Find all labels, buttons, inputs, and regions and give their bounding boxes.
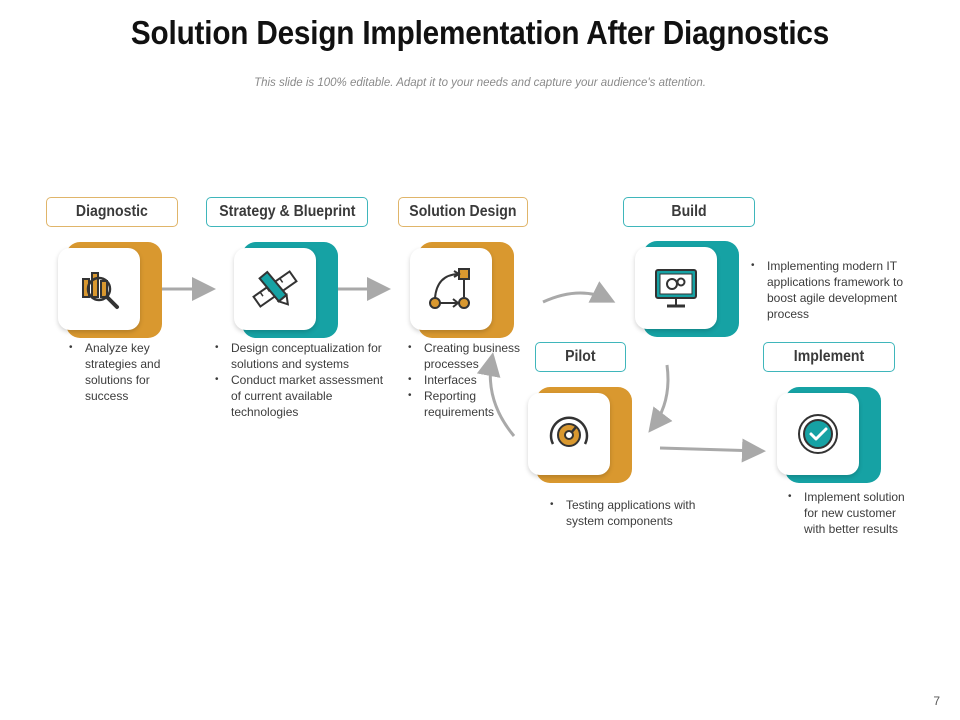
- workflow-diagram-icon: [429, 268, 470, 309]
- pencil-ruler-icon: [252, 270, 298, 308]
- bullet-item: Design conceptualization for solutions a…: [213, 340, 388, 372]
- speedometer-icon: [549, 416, 589, 447]
- step-tile-implement: [777, 387, 881, 483]
- bullet-item: Testing applications with system compone…: [548, 497, 698, 529]
- step-label-solution-design: Solution Design: [398, 197, 528, 227]
- step-tile-pilot: [528, 387, 632, 483]
- bullet-item: Implementing modern IT applications fram…: [749, 258, 919, 322]
- bullets-pilot: Testing applications with system compone…: [548, 497, 698, 529]
- arrow-build-to-pilot: [648, 364, 673, 433]
- step-tile-diagnostic: [58, 242, 162, 338]
- step-label-implement: Implement: [763, 342, 895, 372]
- bullet-item: Creating business processes: [406, 340, 541, 372]
- magnifier-chart-icon: [82, 272, 119, 309]
- bullets-diagnostic: Analyze key strategies and solutions for…: [67, 340, 177, 404]
- bullet-item: Interfaces: [406, 372, 541, 388]
- arrow-design-to-build: [542, 281, 616, 304]
- bullet-item: Implement solution for new customer with…: [786, 489, 916, 537]
- step-tile-solution-design: [410, 242, 514, 338]
- step-label-pilot: Pilot: [535, 342, 626, 372]
- bullets-implement: Implement solution for new customer with…: [786, 489, 916, 537]
- arrow-pilot-to-implement: [659, 438, 766, 463]
- page-title: Solution Design Implementation After Dia…: [130, 14, 830, 51]
- page-number: 7: [933, 694, 940, 708]
- page-subtitle: This slide is 100% editable. Adapt it to…: [254, 77, 706, 89]
- bullet-item: Analyze key strategies and solutions for…: [67, 340, 177, 404]
- step-tile-strategy: [234, 242, 338, 338]
- bullets-build: Implementing modern IT applications fram…: [749, 258, 919, 322]
- step-tile-build: [635, 241, 739, 337]
- bullets-strategy: Design conceptualization for solutions a…: [213, 340, 388, 420]
- step-label-diagnostic: Diagnostic: [46, 197, 178, 227]
- monitor-gears-icon: [655, 269, 697, 308]
- step-label-build: Build: [623, 197, 755, 227]
- bullets-solution-design: Creating business processes Interfaces R…: [406, 340, 541, 420]
- bullet-item: Conduct market assessment of current ava…: [213, 372, 388, 420]
- check-badge-icon: [798, 414, 838, 454]
- step-label-strategy: Strategy & Blueprint: [206, 197, 368, 227]
- bullet-item: Reporting requirements: [406, 388, 541, 420]
